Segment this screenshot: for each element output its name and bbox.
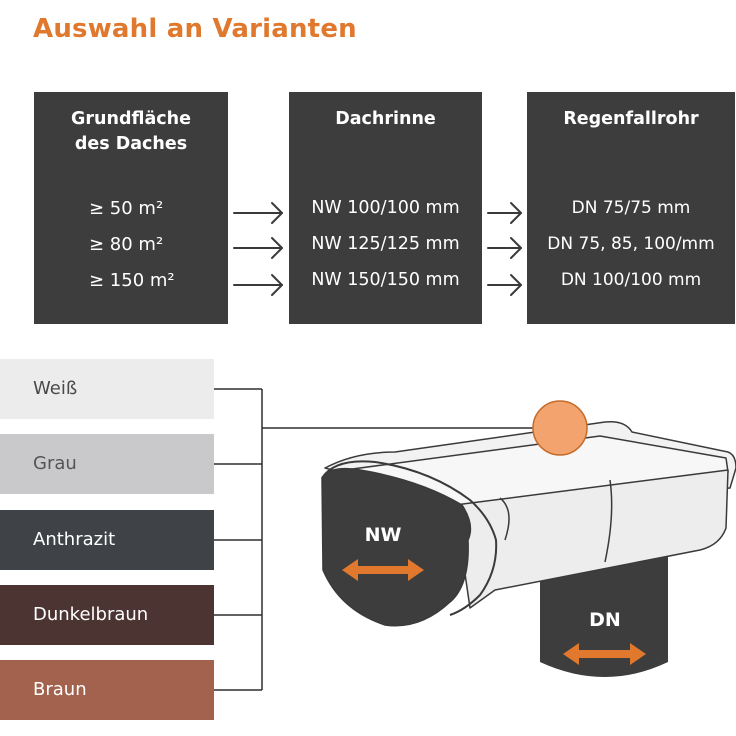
- arrow-right-icon: [233, 274, 283, 296]
- roof-area-row-3: ≥ 150 m²: [89, 270, 175, 291]
- swatch-connectors: [214, 388, 540, 691]
- roof-area-box: Grundfläche des Daches ≥ 50 m² ≥ 80 m² ≥…: [34, 92, 228, 324]
- roof-area-row-1: ≥ 50 m²: [89, 198, 164, 219]
- downpipe-header: Regenfallrohr: [563, 109, 699, 129]
- downpipe-box: Regenfallrohr DN 75/75 mm DN 75, 85, 100…: [527, 92, 735, 324]
- gutter-illustration: NW DN: [214, 388, 736, 691]
- swatch-grau: Grau: [0, 434, 214, 494]
- swatch-braun: Braun: [0, 660, 214, 720]
- swatch-dunkelbraun: Dunkelbraun: [0, 585, 214, 645]
- gutter-header: Dachrinne: [335, 109, 436, 129]
- roof-area-header-line2: des Daches: [74, 134, 188, 154]
- double-arrow-icon: [342, 559, 424, 581]
- gutter-row-1: NW 100/100 mm: [311, 198, 460, 218]
- arrow-right-icon: [487, 202, 522, 224]
- arrow-right-icon: [233, 202, 283, 224]
- page-title: Auswahl an Varianten: [33, 14, 357, 44]
- gutter-label-nw: NW: [365, 524, 402, 546]
- roof-area-header-line1: Grundfläche: [71, 109, 191, 129]
- flow-arrows: [233, 202, 522, 296]
- pipe-label-dn: DN: [589, 609, 621, 631]
- downpipe-row-2: DN 75, 85, 100/mm: [547, 234, 715, 254]
- swatch-anthrazit: Anthrazit: [0, 510, 214, 570]
- highlight-circle: [532, 400, 588, 456]
- swatch-weiss: Weiß: [0, 359, 214, 419]
- gutter-box: Dachrinne NW 100/100 mm NW 125/125 mm NW…: [289, 92, 482, 324]
- arrow-right-icon: [487, 274, 522, 296]
- gutter-row-3: NW 150/150 mm: [311, 270, 460, 290]
- gutter-shape: [321, 420, 736, 627]
- roof-area-row-2: ≥ 80 m²: [89, 234, 164, 255]
- arrow-right-icon: [487, 237, 522, 259]
- downpipe-row-1: DN 75/75 mm: [571, 198, 691, 218]
- downpipe-row-3: DN 100/100 mm: [560, 270, 702, 290]
- roof-area-header: Grundfläche des Daches: [34, 107, 228, 157]
- double-arrow-icon: [563, 643, 646, 665]
- gutter-row-2: NW 125/125 mm: [311, 234, 460, 254]
- arrow-right-icon: [233, 237, 283, 259]
